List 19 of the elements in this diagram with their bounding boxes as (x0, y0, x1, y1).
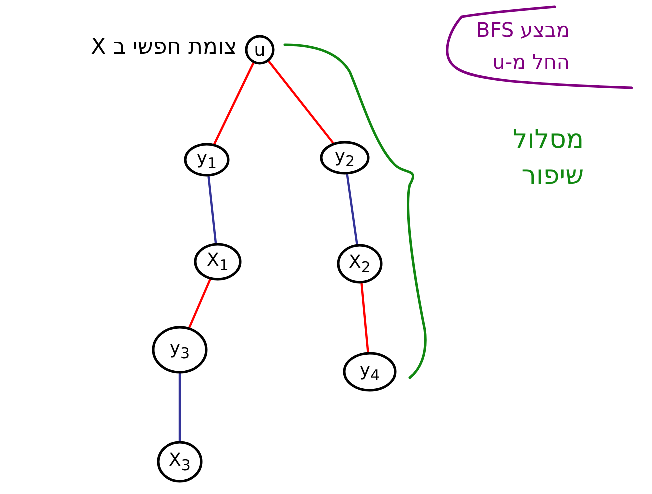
tree-edge (346, 174, 358, 246)
note-text: החל מ-u (492, 50, 570, 74)
vertex-ellipse: y$_{3}$ (152, 326, 208, 374)
tree-edge (360, 282, 370, 354)
tree-edge (188, 278, 212, 329)
tree-edge (178, 372, 182, 442)
tree-edge (208, 176, 218, 244)
tree-edge (268, 60, 334, 144)
tree-edge (214, 62, 255, 146)
note-text: מבצע BFS (476, 18, 570, 42)
vertex-ellipse: X$_{2}$ (337, 244, 383, 284)
vertex-ellipse: X$_{3}$ (157, 441, 203, 483)
vertex-ellipse: u (245, 35, 275, 65)
vertex-ellipse: y$_{1}$ (184, 143, 230, 177)
node-caption: צומת חפשי ב X (91, 35, 237, 60)
note-text: מסלול שיפור (512, 124, 584, 194)
vertex-ellipse: y$_{2}$ (320, 141, 370, 175)
vertex-ellipse: y$_{4}$ (343, 352, 397, 392)
vertex-ellipse: X$_{1}$ (194, 243, 242, 281)
